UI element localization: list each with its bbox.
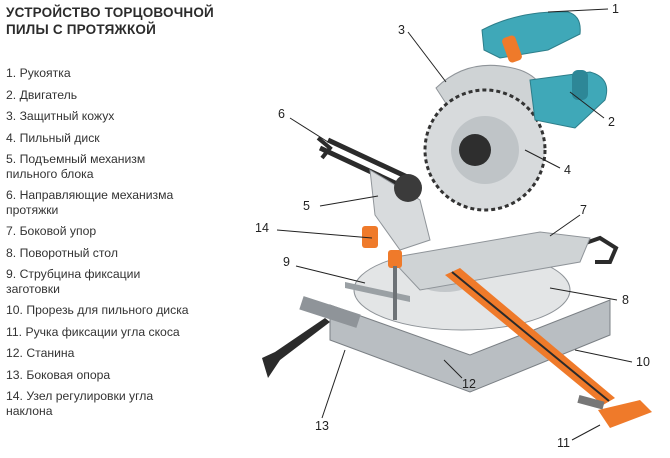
side-fence	[389, 231, 591, 291]
bevel-lock-stem	[577, 395, 605, 410]
side-support-left-plate	[299, 296, 361, 328]
blade-hub	[459, 134, 491, 166]
callout-5: 5	[303, 199, 310, 213]
callout-13: 13	[315, 419, 329, 433]
legend-item: 5. Подъемный механизм пильного блока	[6, 152, 146, 181]
lift-mechanism	[394, 174, 422, 202]
clamp-knob	[388, 250, 402, 268]
callout-10: 10	[636, 355, 650, 369]
callout-14: 14	[255, 221, 269, 235]
bevel-lock-handle	[598, 400, 652, 428]
bevel-adjust-knob	[362, 226, 378, 248]
callout-1: 1	[612, 2, 619, 16]
legend-item: 14. Узел регулировки угла наклона	[6, 389, 154, 418]
callout-4: 4	[564, 163, 571, 177]
clamp-post	[393, 266, 397, 320]
legend-item: 8. Поворотный стол	[6, 245, 118, 260]
legend-item: 13. Боковая опора	[6, 367, 111, 382]
leader-lines	[276, 8, 633, 441]
motor-endcap	[572, 70, 588, 100]
callout-9: 9	[283, 255, 290, 269]
handle-trigger	[502, 35, 522, 63]
legend-item: 1. Рукоятка	[6, 66, 71, 80]
callout-12: 12	[462, 377, 476, 391]
legend-item: 9. Струбцина фиксации заготовки	[6, 267, 141, 296]
legend-item: 10. Прорезь для пильного диска	[6, 303, 189, 317]
legend-item: 11. Ручка фиксации угла скоса	[6, 324, 180, 339]
callout-8: 8	[622, 293, 629, 307]
legend-item: 12. Станина	[6, 346, 75, 360]
callout-2: 2	[608, 115, 615, 129]
legend-item: 2. Двигатель	[6, 87, 78, 102]
callout-7: 7	[580, 203, 587, 217]
callout-11: 11	[557, 436, 570, 450]
blade-slot	[451, 271, 610, 402]
slide-rails-end	[316, 136, 333, 160]
miter-saw-illustration: 1 2 3 4 5 6 7 8 9 10 11 12 13 14	[255, 2, 652, 450]
legend-item: 6. Направляющие механизма протяжки	[6, 188, 174, 217]
parts-legend: 1. Рукоятка 2. Двигатель 3. Защитный кож…	[6, 66, 241, 418]
legend-item: 7. Боковой упор	[6, 224, 97, 238]
legend-item: 4. Пильный диск	[6, 130, 100, 145]
side-support-left	[262, 318, 330, 378]
callout-6: 6	[278, 107, 285, 121]
legend-item: 3. Защитный кожух	[6, 109, 115, 123]
diagram-title: УСТРОЙСТВО ТОРЦОВОЧНОЙ ПИЛЫ С ПРОТЯЖКОЙ	[6, 5, 214, 37]
callout-3: 3	[398, 23, 405, 37]
motor	[529, 71, 608, 129]
handle	[481, 11, 581, 59]
